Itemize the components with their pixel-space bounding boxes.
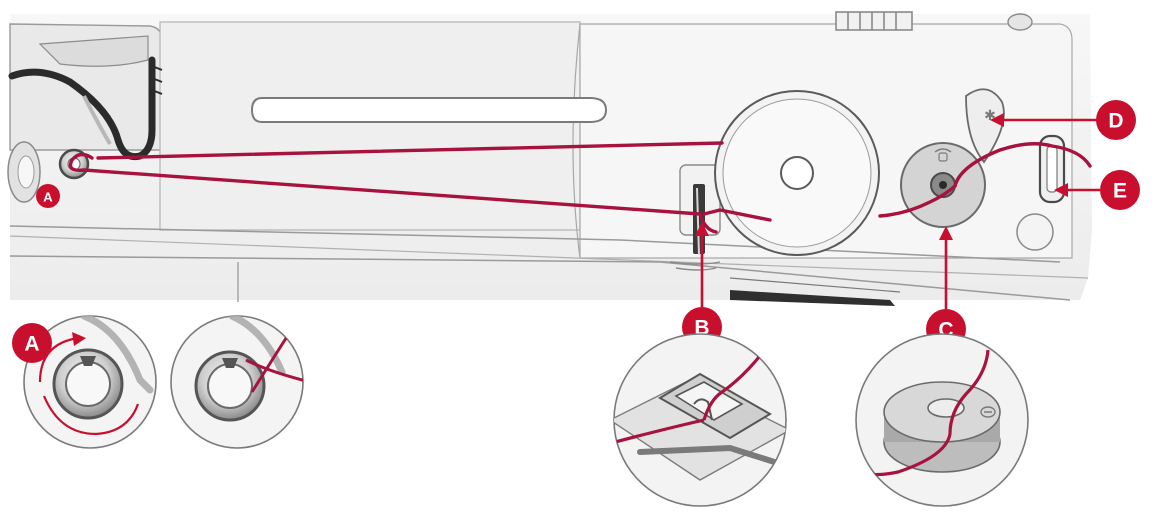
- label-badge-a-main: A: [36, 184, 60, 208]
- detail-a-step1: [23, 315, 157, 449]
- detail-c: [855, 333, 1029, 507]
- label-a-main: A: [43, 190, 53, 205]
- spool-icon: [714, 90, 880, 256]
- label-d: D: [1108, 110, 1123, 133]
- detail-a-step2: [170, 315, 304, 449]
- thread-guide-icon: [58, 148, 90, 180]
- cable: [8, 56, 156, 161]
- detail-b: [613, 333, 787, 507]
- vent-grille: [835, 11, 913, 31]
- bobbin-stop: ✱: [965, 88, 1005, 164]
- label-badge-a-detail: A: [12, 323, 52, 363]
- label-badge-e: E: [1100, 170, 1140, 210]
- thread-path: [68, 141, 1092, 234]
- label-a-detail: A: [24, 333, 39, 356]
- svg-text:✱: ✱: [984, 108, 996, 124]
- label-e: E: [1113, 180, 1127, 203]
- bobbin-icon: [900, 142, 986, 228]
- callout-arrows: [695, 113, 1100, 316]
- bobbin-thread-guide: [1016, 134, 1066, 251]
- label-badge-d: D: [1096, 100, 1136, 140]
